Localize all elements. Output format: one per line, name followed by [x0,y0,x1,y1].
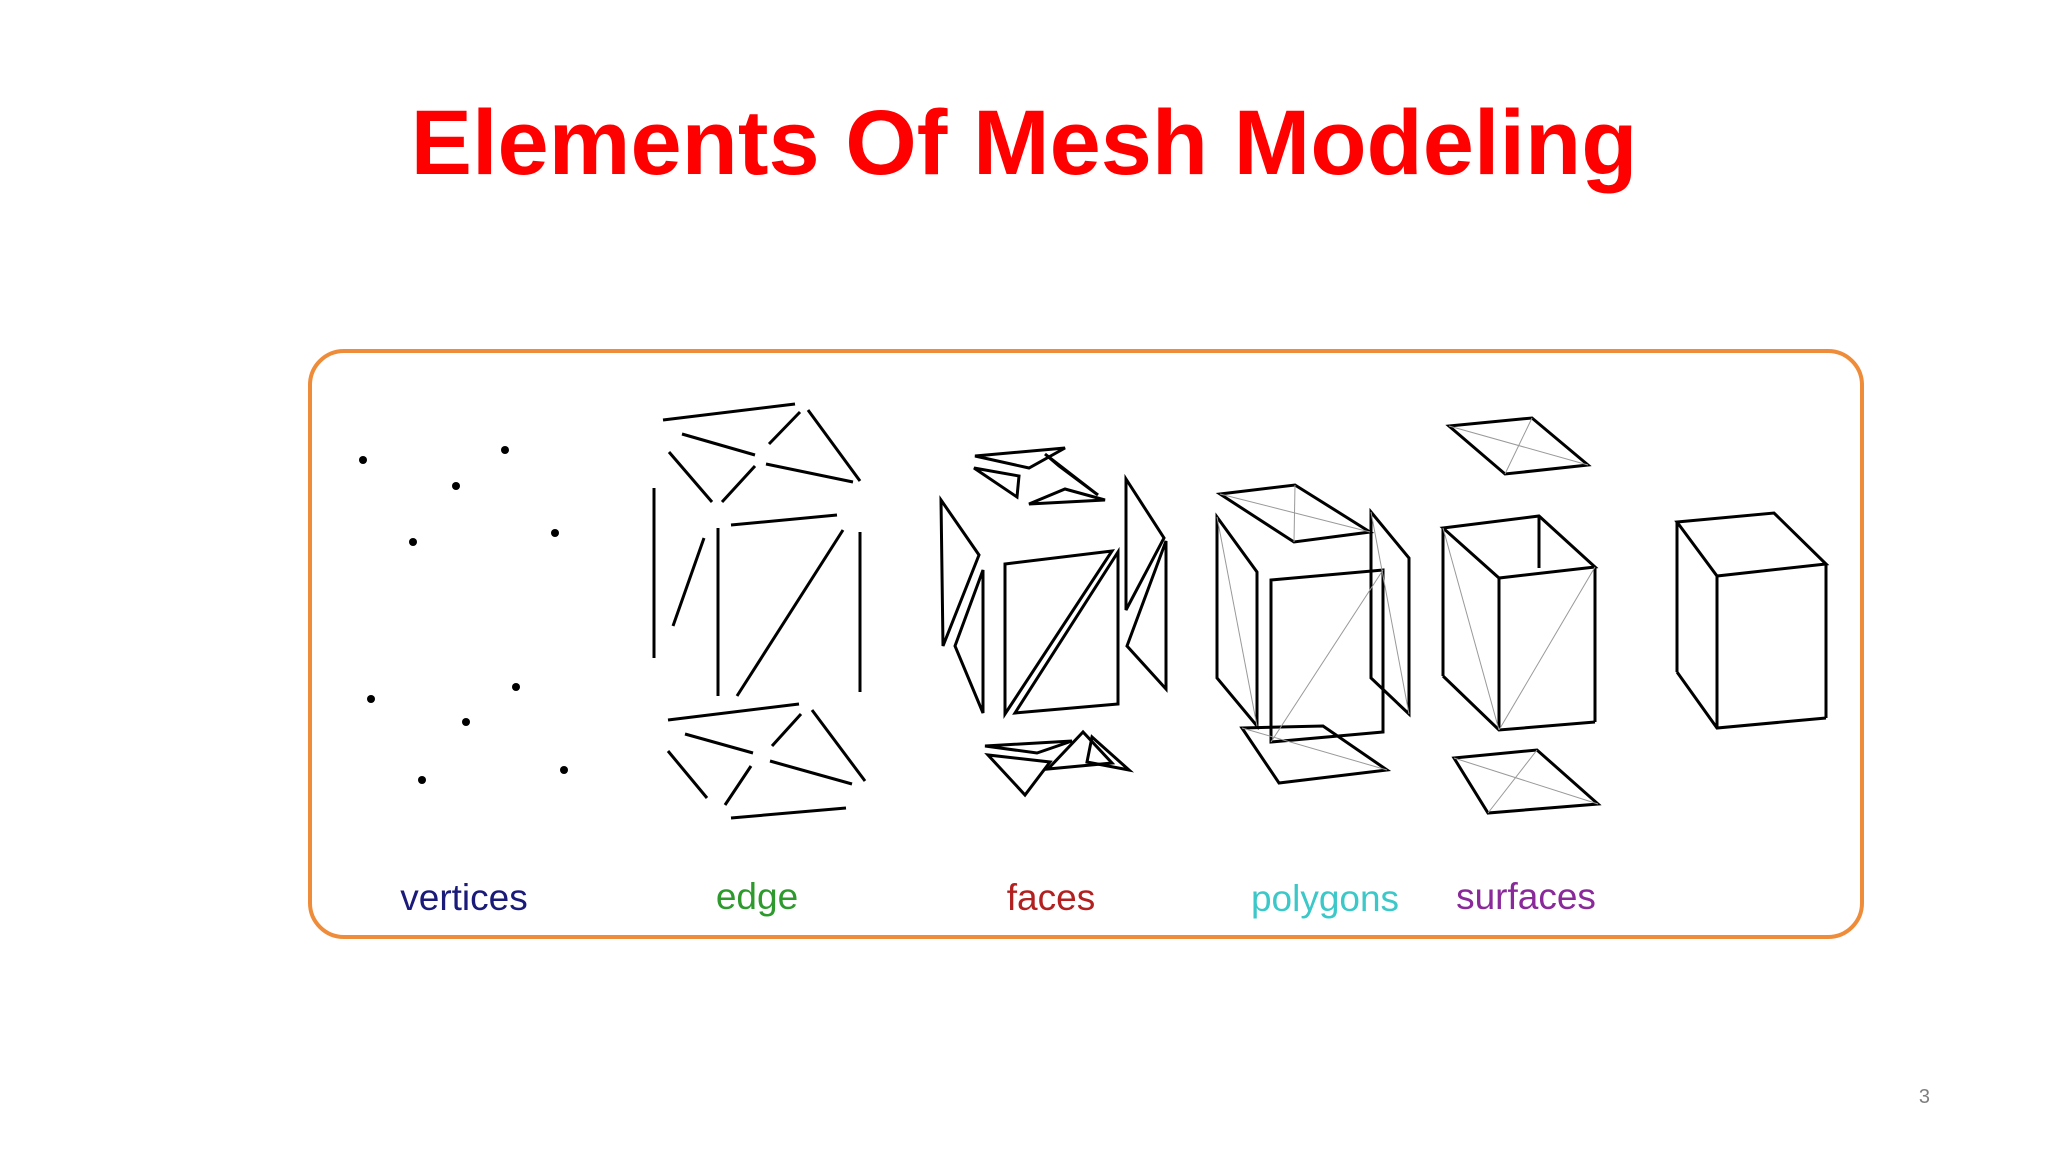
label-polygons: polygons [1251,878,1399,919]
faces-illustration [939,446,1168,798]
label-faces: faces [1007,877,1095,918]
slide-title: Elements Of Mesh Modeling [410,92,1638,194]
polygons-illustration [1215,483,1411,785]
vertices-illustration [359,446,568,784]
diagram-frame [308,349,1864,939]
label-edge: edge [716,876,798,917]
page-number: 3 [1918,1086,1930,1108]
edges-illustration [652,402,867,820]
surfaces-illustration [1439,416,1602,815]
label-vertices: vertices [400,877,527,918]
label-surfaces: surfaces [1456,876,1596,917]
solid-cube-illustration [1674,511,1830,730]
mesh-elements-diagram: vertices edge faces polygons surfaces [307,348,1865,940]
